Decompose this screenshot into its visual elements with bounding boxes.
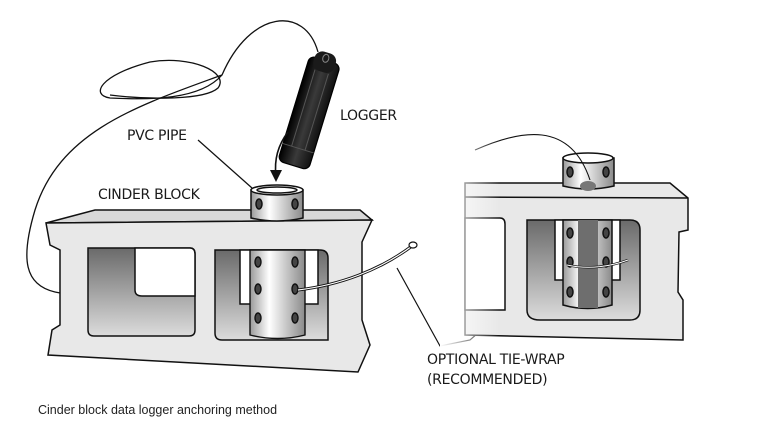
tie-wrap-label-line2: (RECOMMENDED) — [427, 372, 548, 388]
tie-wrap-label-line1: OPTIONAL TIE-WRAP — [427, 352, 565, 368]
pvc-leader-line — [197, 139, 253, 189]
cinder-block — [45, 209, 375, 373]
logger-device — [278, 51, 340, 170]
cinder-block-label: CINDER BLOCK — [98, 187, 200, 203]
logger-label: LOGGER — [340, 108, 397, 124]
insert-arrow — [270, 131, 289, 182]
pvc-pipe-top — [250, 184, 304, 222]
figure-caption: Cinder block data logger anchoring metho… — [38, 403, 278, 417]
pvc-pipe-label: PVC PIPE — [127, 128, 187, 144]
pvc-pipe-inserted — [249, 249, 306, 340]
